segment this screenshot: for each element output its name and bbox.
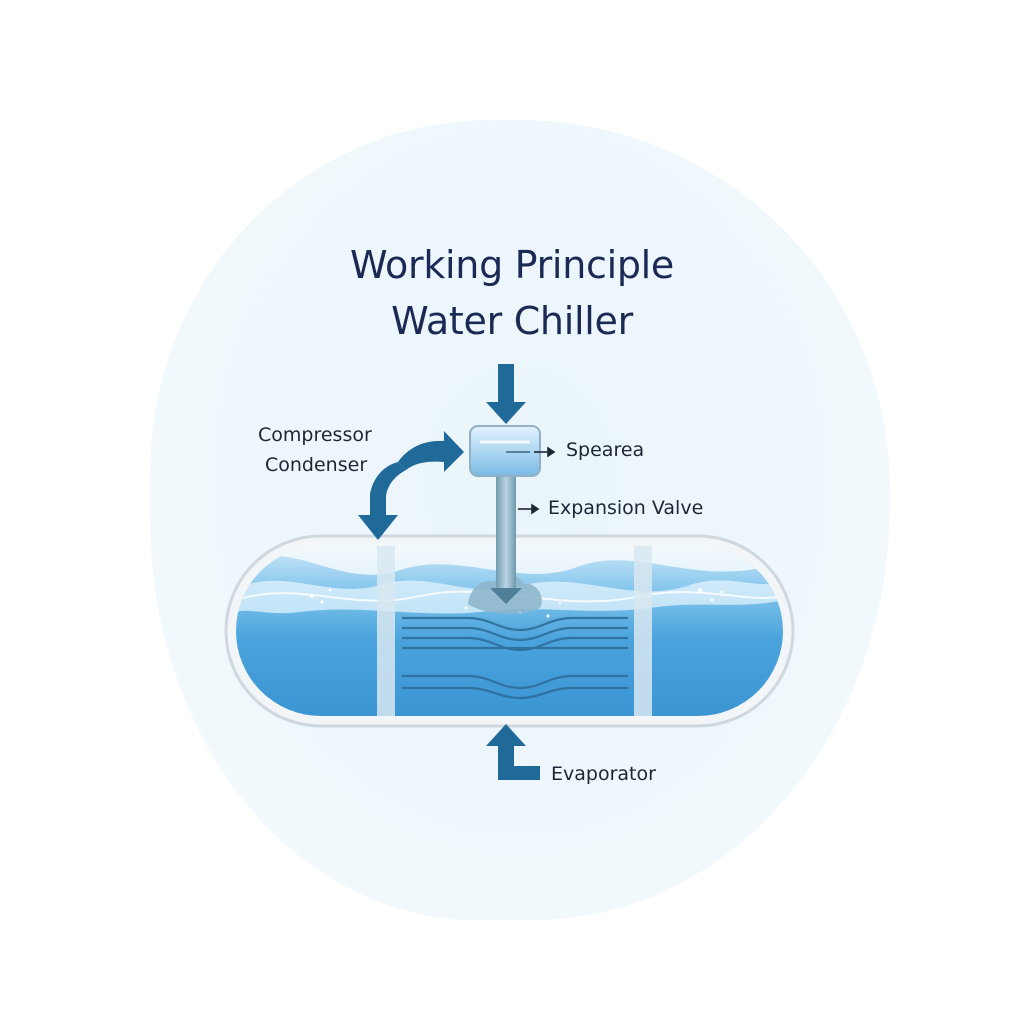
expansion-pointer-icon <box>518 503 540 515</box>
box-icon <box>469 425 541 477</box>
label-condenser: Condenser <box>265 454 368 476</box>
condenser-arrow-icon <box>398 431 464 472</box>
label-expansion-valve: Expansion Valve <box>548 497 704 519</box>
label-evaporator: Evaporator <box>551 763 656 785</box>
label-compressor: Compressor <box>258 424 372 446</box>
evaporator-arrow-icon <box>486 724 540 780</box>
diagram-title-line1: Working Principle <box>350 243 674 287</box>
label-speared: Spearea <box>566 439 645 461</box>
inlet-arrow-icon <box>486 364 526 424</box>
expansion-pipe <box>496 474 516 592</box>
background-halo <box>150 120 890 920</box>
pipe-outlet <box>490 588 522 604</box>
coil-lines <box>402 616 628 700</box>
speared-pointer-icon <box>534 446 556 458</box>
diagram-title-line2: Water Chiller <box>391 299 633 343</box>
tank-water <box>236 546 783 716</box>
down-curve-arrow-icon <box>358 462 406 540</box>
